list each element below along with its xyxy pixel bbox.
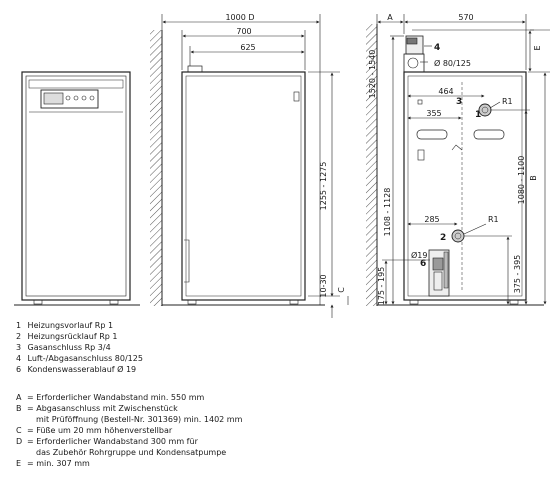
legend-notes: A= Erforderlicher Wandabstand min. 550 m…	[16, 392, 242, 469]
legend-note: E= min. 307 mm	[16, 459, 90, 468]
dim-r1-top: R1	[502, 97, 513, 106]
callout-2: 2	[440, 233, 446, 243]
rear-wall-hatch	[366, 24, 377, 306]
side-dimensions	[161, 14, 349, 318]
dim-1255-1275: 1255 - 1275	[319, 162, 328, 211]
legend-note: D= Erforderlicher Wandabstand 300 mm für	[16, 437, 198, 446]
display	[43, 92, 64, 105]
wall-hatch	[150, 30, 162, 306]
callout-1: 1	[475, 110, 481, 120]
legend-item: 4 Luft-/Abgasanschluss 80/125	[16, 354, 143, 363]
dim-e: E	[533, 45, 542, 50]
dim-570: 570	[458, 13, 473, 22]
dim-r1-mid: R1	[488, 215, 499, 224]
dim-b: B	[529, 175, 538, 181]
callout-6: 6	[420, 259, 426, 269]
legend-connections: 1 Heizungsvorlauf Rp 1 2 Heizungsrücklau…	[16, 320, 143, 375]
dim-d19: Ø19	[411, 250, 427, 260]
callout-4: 4	[434, 43, 440, 53]
legend-note: mit Prüföffnung (Bestell-Nr. 301369) min…	[36, 415, 243, 424]
dim-625: 625	[240, 43, 255, 52]
side-view	[150, 30, 325, 306]
dim-1080-1100: 1080 - 1100	[517, 156, 526, 205]
dim-1520-1540: 1520 - 1540	[368, 50, 377, 99]
legend-note: A= Erforderlicher Wandabstand min. 550 m…	[16, 393, 205, 402]
dim-175-195: 175 - 195	[377, 267, 386, 306]
callout-3: 3	[456, 97, 462, 107]
rear-view	[366, 24, 544, 306]
flue-pipe	[403, 53, 425, 73]
legend-note: C= Füße um 20 mm höhenverstellbar	[16, 426, 173, 435]
dim-flue: Ø 80/125	[434, 58, 471, 68]
dim-375-395: 375 - 395	[513, 255, 522, 294]
legend-note: B= Abgasanschluss mit Zwischenstück	[16, 404, 178, 413]
rear-dimensions	[376, 14, 550, 305]
dim-700: 700	[236, 27, 251, 36]
legend-item: 3 Gasanschluss Rp 3/4	[16, 343, 111, 352]
flue-stub	[187, 65, 203, 73]
legend-item: 1 Heizungsvorlauf Rp 1	[16, 321, 114, 330]
dim-355: 355	[426, 109, 441, 118]
return-connection	[451, 229, 465, 243]
dim-285: 285	[424, 215, 439, 224]
legend-note: das Zubehör Rohrgruppe und Kondensatpump…	[36, 448, 227, 457]
dim-c: C	[337, 287, 346, 293]
dim-1108-1128: 1108 - 1128	[383, 188, 392, 237]
dim-1000-d: 1000 D	[225, 13, 254, 22]
legend-item: 6 Kondenswasserablauf Ø 19	[16, 365, 137, 374]
dim-464: 464	[438, 87, 453, 96]
control-panel	[40, 89, 99, 109]
dim-a: A	[387, 13, 393, 22]
dim-10-30: 10-30	[319, 274, 328, 297]
legend-item: 2 Heizungsrücklauf Rp 1	[16, 332, 118, 341]
front-view	[14, 71, 140, 306]
